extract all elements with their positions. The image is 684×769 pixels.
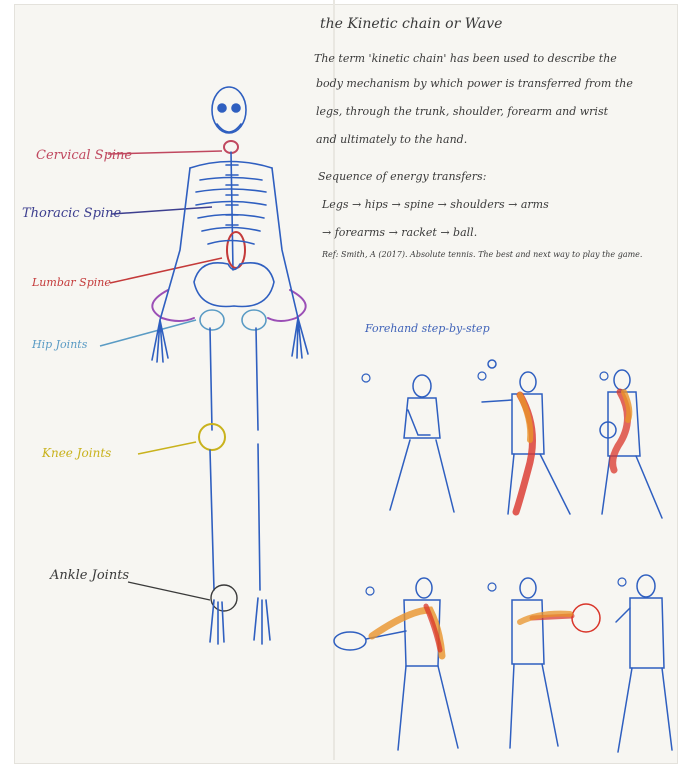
leader-lumbar	[110, 258, 222, 283]
leader-cervical	[108, 151, 222, 154]
player-step-1	[390, 375, 454, 512]
step-markers	[362, 372, 626, 595]
leader-ankle	[128, 582, 210, 600]
leader-hip	[100, 320, 196, 346]
player-step-3	[600, 370, 662, 518]
skeleton-drawing	[152, 87, 308, 644]
player-step-4	[334, 578, 458, 750]
player-step-2	[482, 360, 570, 514]
leader-thoracic	[112, 207, 212, 214]
forehand-sequence	[334, 360, 672, 752]
player-step-6	[616, 575, 672, 752]
leader-knee	[138, 442, 196, 454]
player-step-5	[510, 578, 600, 748]
